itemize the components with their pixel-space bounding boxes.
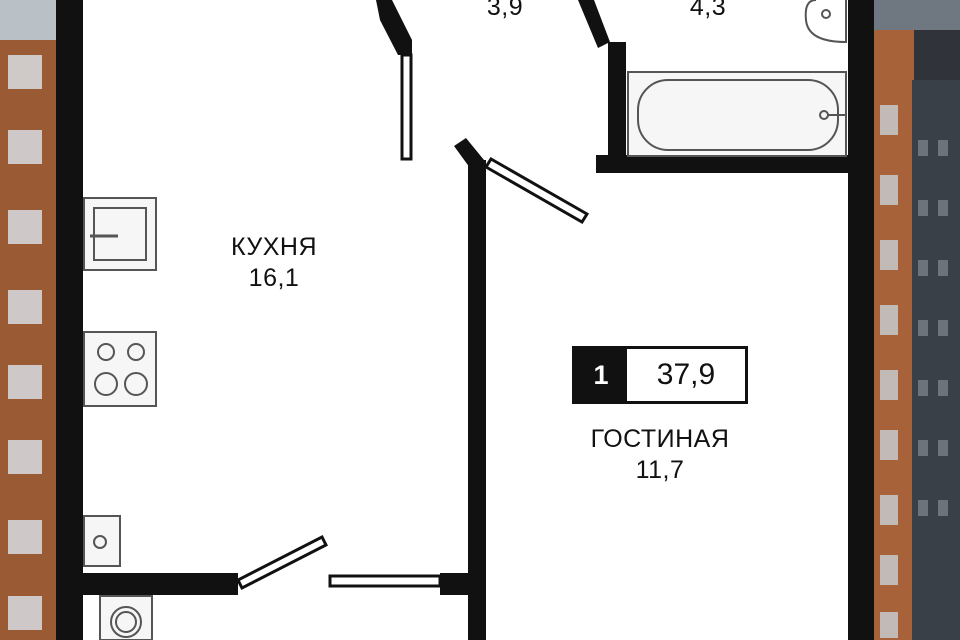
living-room-label: ГОСТИНАЯ 11,7: [591, 424, 730, 486]
total-area: 37,9: [656, 358, 716, 391]
sink-icon: [83, 197, 157, 271]
washing-machine-icon: [99, 595, 153, 640]
appliance-icon: [83, 515, 121, 567]
apartment-badge: 1 37,9: [572, 346, 748, 404]
living-room-name: ГОСТИНАЯ: [590, 425, 730, 453]
doors: [235, 53, 590, 591]
top-left-room-area: 3,9: [486, 0, 524, 21]
kitchen-label: КУХНЯ 16,1: [231, 232, 317, 294]
kitchen-area: 16,1: [248, 264, 300, 292]
bathtub-icon: [627, 71, 847, 157]
living-room-area: 11,7: [635, 456, 685, 484]
room-count: 1: [575, 349, 627, 401]
washbasin-icon: [804, 0, 847, 44]
top-right-room-area: 4,3: [689, 0, 727, 21]
stove-icon: [83, 331, 157, 407]
walls: [56, 0, 874, 640]
kitchen-name: КУХНЯ: [230, 233, 318, 261]
